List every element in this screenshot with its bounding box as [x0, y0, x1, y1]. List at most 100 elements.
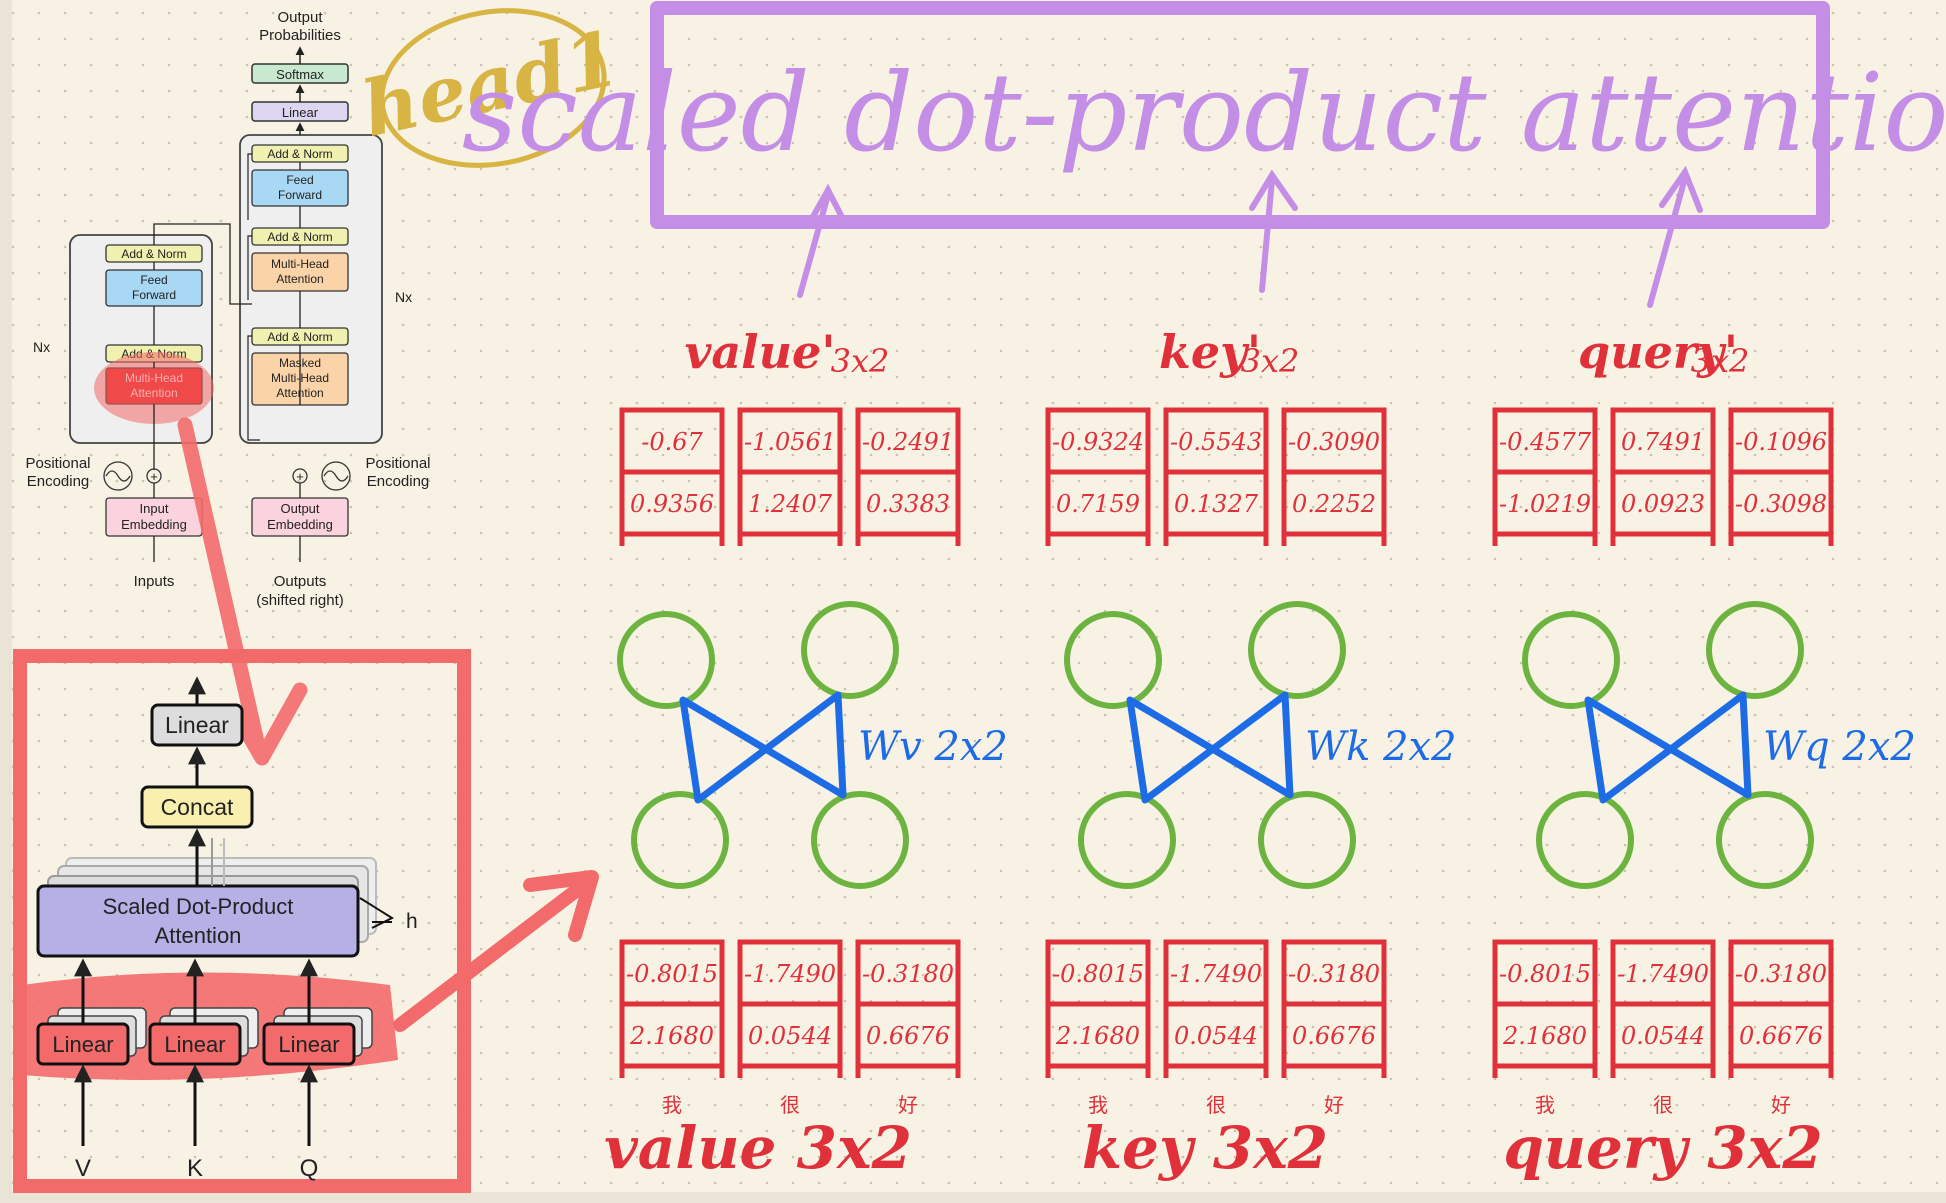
query-prime-matrix-value: -1.0219 — [1499, 490, 1591, 518]
query-prime-matrix-cell — [1728, 469, 1834, 537]
svg-text:+: + — [150, 469, 158, 484]
title-box: scaled dot-product attention — [462, 1, 1946, 229]
key-token: 我 — [1088, 1094, 1108, 1117]
value-prime-dim: 3x2 — [831, 342, 890, 380]
value-token: 很 — [780, 1094, 800, 1117]
softmax-label: Softmax — [276, 67, 324, 82]
key-weight-label: Wk 2x2 — [1305, 724, 1457, 770]
query-prime-label: query' — [1578, 325, 1738, 379]
key-matrix-cell — [1281, 1001, 1387, 1069]
value-weights — [679, 691, 847, 804]
mh-linear-v-label: Linear — [52, 1032, 113, 1057]
zoom-arrow — [177, 417, 308, 766]
value-token: 我 — [662, 1094, 682, 1117]
value-matrix-value: 0.6676 — [866, 1022, 950, 1050]
left-edge — [0, 0, 12, 1203]
query-matrix-cell — [1610, 1001, 1716, 1069]
purple-arrows — [797, 165, 1703, 308]
query-matrix-value: 0.0544 — [1621, 1022, 1705, 1050]
mh-linear-q: Linear — [262, 1007, 373, 1066]
value-neuron — [811, 791, 909, 889]
key-prime-matrix-value: -0.9324 — [1052, 428, 1144, 456]
query-prime-matrix-value: -0.3098 — [1735, 490, 1827, 518]
key-matrix-value: -0.8015 — [1052, 960, 1144, 988]
key-prime-matrix-value: 0.7159 — [1056, 490, 1140, 518]
query-neuron — [1522, 611, 1620, 709]
query-prime-matrix-value: -0.1096 — [1735, 428, 1827, 456]
encoder-mha-highlight — [94, 352, 214, 424]
value-matrix-cell — [737, 1001, 843, 1069]
query-prime-matrix-cell — [1492, 469, 1598, 537]
key-prime-dim: 3x2 — [1241, 342, 1300, 380]
key-token: 好 — [1324, 1094, 1344, 1117]
value-matrix-value: 0.0544 — [748, 1022, 832, 1050]
value-prime-matrix-value: -0.2491 — [862, 428, 954, 456]
query-matrix-value: -0.3180 — [1735, 960, 1827, 988]
value-prime-matrix-cell — [619, 469, 725, 537]
bottom-edge — [0, 1192, 1946, 1203]
query-matrix-cell — [1728, 1001, 1834, 1069]
encoder-add-norm-2-label: Add & Norm — [121, 247, 186, 261]
key-prime-matrix-value: 0.1327 — [1174, 490, 1259, 518]
key-neuron — [1248, 601, 1346, 699]
value-neuron — [631, 791, 729, 889]
query-token: 我 — [1535, 1094, 1555, 1117]
query-column: query'3x2-0.4577-1.02190.74910.0923-0.10… — [1492, 325, 1916, 1182]
key-token: 很 — [1206, 1094, 1226, 1117]
key-prime-matrix-cell — [1045, 469, 1151, 537]
mh-concat-label: Concat — [161, 794, 234, 820]
value-matrix-cell — [855, 1001, 961, 1069]
key-prime-matrix-cell — [1281, 469, 1387, 537]
mh-linear-k: Linear — [148, 1007, 259, 1066]
query-weights — [1584, 691, 1752, 804]
value-matrix-value: -0.8015 — [626, 960, 718, 988]
mh-input-v: V — [75, 1155, 91, 1182]
decoder-linear-label: Linear — [282, 105, 319, 120]
outputs-label: Outputs(shifted right) — [256, 573, 344, 609]
value-matrix-value: -1.7490 — [744, 960, 836, 988]
key-prime-matrix-value: -0.5543 — [1170, 428, 1262, 456]
key-matrix-cell — [1163, 1001, 1269, 1069]
query-matrix-value: 0.6676 — [1739, 1022, 1823, 1050]
value-column: value'3x2-0.670.9356-1.05611.2407-0.2491… — [604, 325, 1008, 1182]
query-prime-dim: 3x2 — [1691, 342, 1750, 380]
query-prime-matrix-value: 0.7491 — [1621, 428, 1705, 456]
value-matrix-value: 2.1680 — [629, 1022, 714, 1050]
value-matrix-cell — [619, 1001, 725, 1069]
decoder-add-norm-3-label: Add & Norm — [267, 147, 332, 161]
key-prime-label: key' — [1159, 325, 1261, 379]
qkv-columns: value'3x2-0.670.9356-1.05611.2407-0.2491… — [604, 325, 1916, 1182]
key-matrix-value: 0.0544 — [1174, 1022, 1258, 1050]
value-prime-matrix-value: 1.2407 — [748, 490, 833, 518]
query-prime-matrix-value: 0.0923 — [1621, 490, 1705, 518]
mh-h-label: h — [406, 910, 418, 933]
decoder-add-norm-2-label: Add & Norm — [267, 230, 332, 244]
value-prime-matrix-value: -1.0561 — [744, 428, 836, 456]
query-neuron — [1536, 791, 1634, 889]
title-text: scaled dot-product attention — [462, 51, 1946, 176]
key-matrix-value: 2.1680 — [1055, 1022, 1140, 1050]
query-matrix-value: 2.1680 — [1502, 1022, 1587, 1050]
mh-input-k: K — [187, 1155, 203, 1182]
query-weight-label: Wq 2x2 — [1763, 724, 1916, 770]
key-matrix-value: 0.6676 — [1292, 1022, 1376, 1050]
key-prime-matrix-cell — [1163, 469, 1269, 537]
value-prime-matrix-value: 0.3383 — [866, 490, 950, 518]
key-prime-matrix-value: -0.3090 — [1288, 428, 1380, 456]
key-label: key 3x2 — [1082, 1114, 1328, 1182]
mh-input-q: Q — [300, 1155, 319, 1182]
key-matrix-value: -1.7490 — [1170, 960, 1262, 988]
decoder-positional-wave-icon — [321, 461, 351, 491]
mh-linear-top-label: Linear — [165, 712, 229, 738]
svg-text:+: + — [296, 469, 304, 484]
query-matrix-value: -0.8015 — [1499, 960, 1591, 988]
